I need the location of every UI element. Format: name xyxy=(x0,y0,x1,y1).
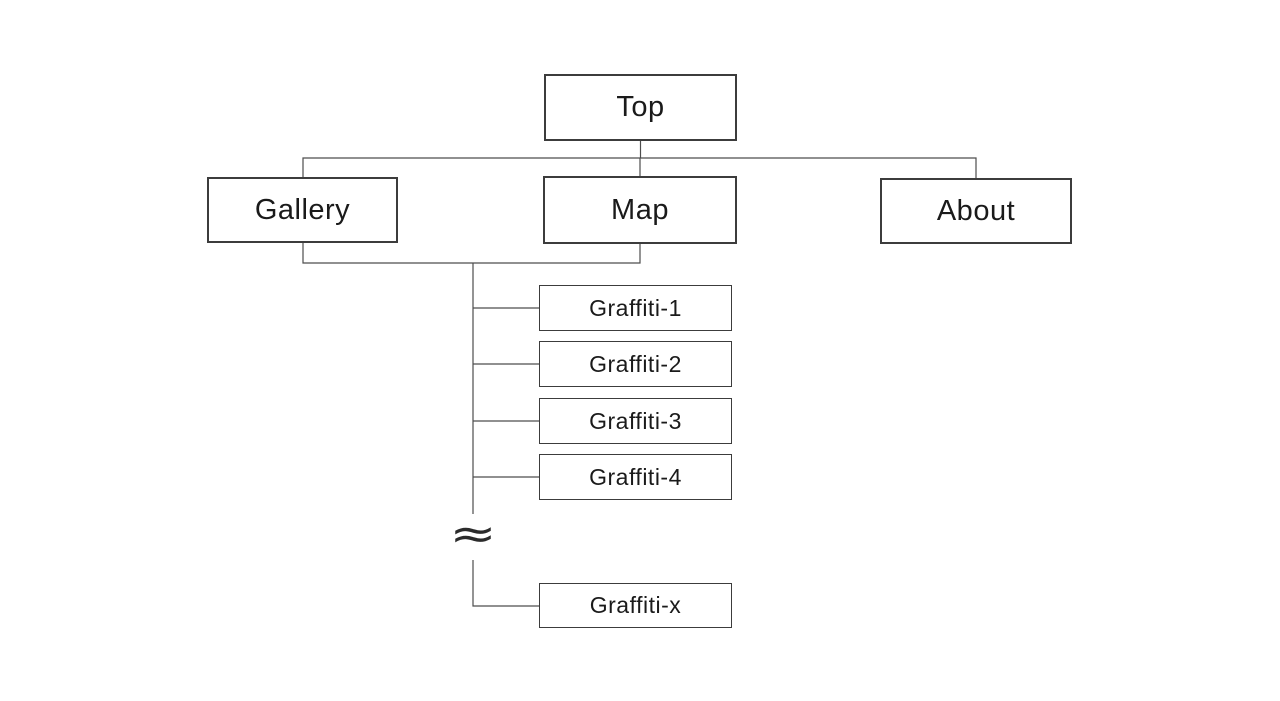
connector-top-rail xyxy=(302,157,977,178)
node-graffiti-1: Graffiti-1 xyxy=(539,285,732,331)
node-map: Map xyxy=(543,176,737,244)
break-symbol: ≈ xyxy=(449,509,497,558)
connector-lower-rail xyxy=(302,243,641,264)
connector-trunk-lower xyxy=(472,560,539,607)
node-graffiti-3: Graffiti-3 xyxy=(539,398,732,444)
node-top: Top xyxy=(544,74,737,141)
node-gallery: Gallery xyxy=(207,177,398,243)
node-graffiti-2: Graffiti-2 xyxy=(539,341,732,387)
node-about: About xyxy=(880,178,1072,244)
node-graffiti-4: Graffiti-4 xyxy=(539,454,732,500)
node-graffiti-x: Graffiti-x xyxy=(539,583,732,628)
